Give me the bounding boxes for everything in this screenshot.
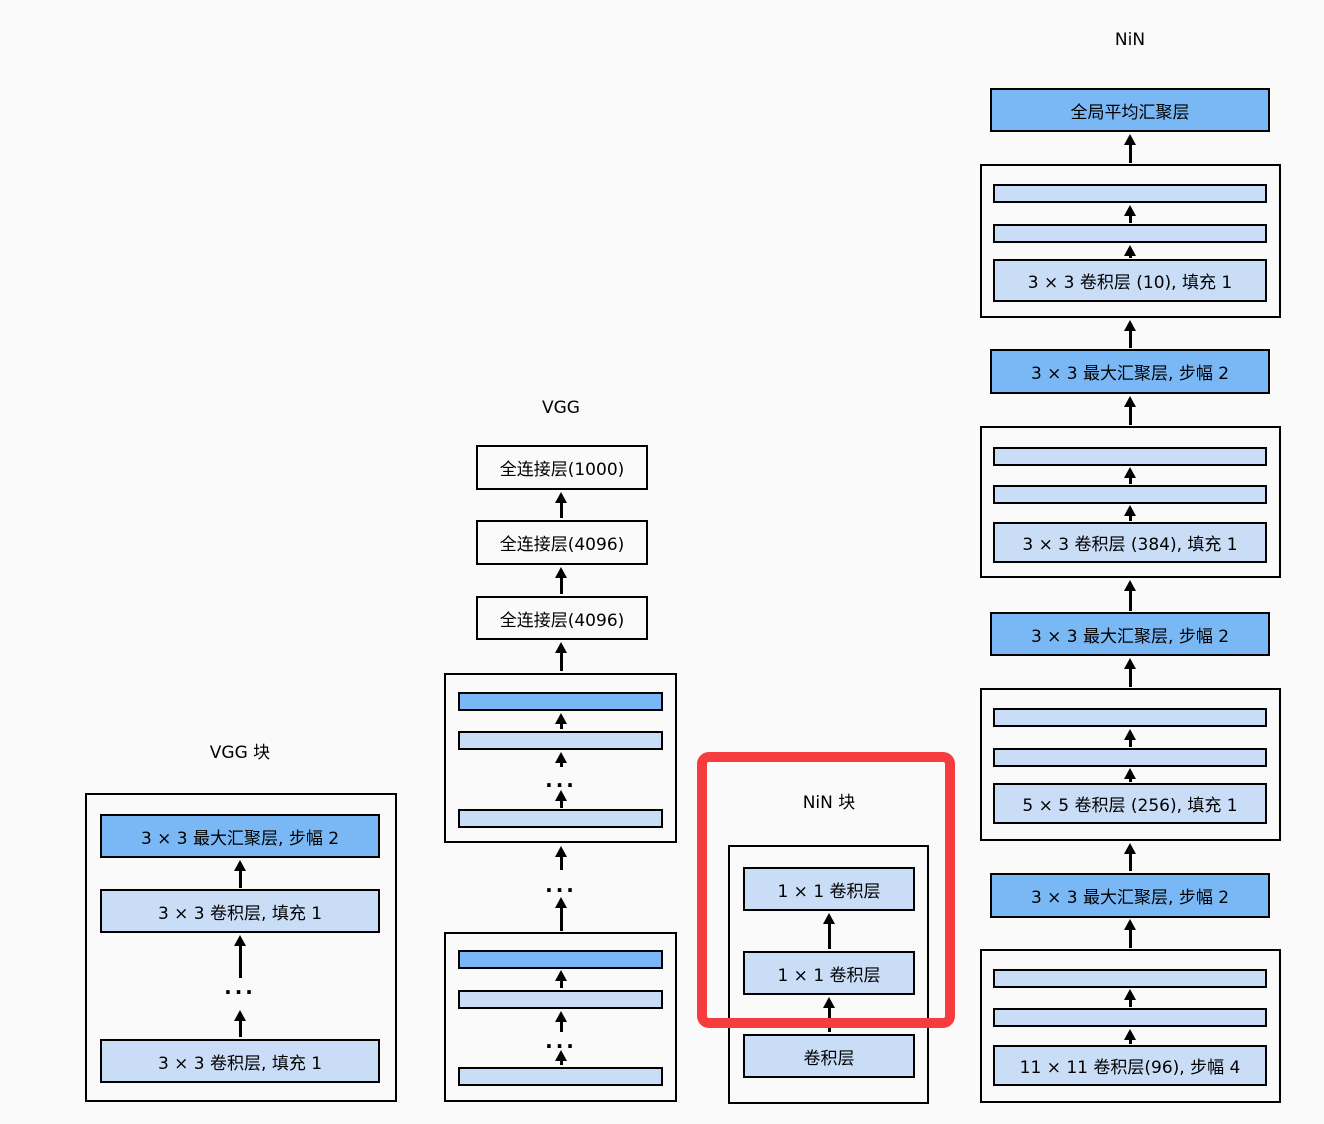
nin-group4-bar-2 bbox=[993, 224, 1267, 243]
arrow-up-icon bbox=[233, 1010, 247, 1037]
arrow-up-icon bbox=[1123, 396, 1137, 425]
arrow-up-icon bbox=[1123, 245, 1137, 258]
vgg-block-maxpool-layer: 3 × 3 最大汇聚层, 步幅 2 bbox=[100, 814, 380, 858]
arrow-up-icon bbox=[554, 1011, 568, 1032]
nin-group4-conv-layer: 3 × 3 卷积层 (10), 填充 1 bbox=[993, 259, 1267, 302]
nin-group-3 bbox=[980, 426, 1281, 578]
arrow-up-icon bbox=[554, 1050, 568, 1065]
nin-block-container bbox=[728, 845, 929, 1104]
arrow-up-icon bbox=[1123, 134, 1137, 163]
nin-group-1 bbox=[980, 949, 1281, 1103]
arrow-up-icon bbox=[1123, 467, 1137, 484]
nin-global-avg-pool: 全局平均汇聚层 bbox=[990, 88, 1270, 132]
nin-block-title: NiN 块 bbox=[802, 793, 856, 813]
nin-group3-bar-1 bbox=[993, 447, 1267, 466]
nin-group3-conv-layer: 3 × 3 卷积层 (384), 填充 1 bbox=[993, 522, 1267, 563]
arrow-up-icon bbox=[233, 860, 247, 888]
nin-block-conv-layer: 卷积层 bbox=[743, 1034, 915, 1078]
nin-maxpool-mid: 3 × 3 最大汇聚层, 步幅 2 bbox=[990, 612, 1270, 656]
vgg-block-group-lower bbox=[444, 932, 677, 1102]
vgg-lower-pool-bar bbox=[458, 950, 663, 969]
vgg-upper-conv-bar-1 bbox=[458, 731, 663, 750]
arrow-up-icon bbox=[1123, 768, 1137, 782]
arrow-up-icon bbox=[1123, 729, 1137, 747]
arrow-up-icon bbox=[554, 897, 568, 931]
vgg-block-group-upper bbox=[444, 673, 677, 843]
nin-group1-conv-layer: 11 × 11 卷积层(96), 步幅 4 bbox=[993, 1045, 1267, 1086]
arrow-up-icon bbox=[1123, 320, 1137, 348]
nin-group2-bar-2 bbox=[993, 748, 1267, 767]
nin-group-4 bbox=[980, 164, 1281, 318]
nin-group-2 bbox=[980, 688, 1281, 841]
arrow-up-icon bbox=[1123, 843, 1137, 871]
nin-group2-bar-1 bbox=[993, 708, 1267, 727]
arrow-up-icon bbox=[554, 492, 568, 518]
arrow-up-icon bbox=[554, 790, 568, 808]
nin-group3-bar-2 bbox=[993, 485, 1267, 504]
arrow-up-icon bbox=[554, 752, 568, 767]
vgg-lower-ellipsis: ... bbox=[545, 1029, 577, 1053]
arrow-up-icon bbox=[554, 642, 568, 671]
arrow-up-icon bbox=[1123, 919, 1137, 948]
arrow-up-icon bbox=[554, 970, 568, 988]
arrow-up-icon bbox=[1123, 505, 1137, 521]
vgg-title: VGG bbox=[542, 398, 580, 418]
vgg-fc-layer-4096-lower: 全连接层(4096) bbox=[476, 596, 648, 640]
vgg-block-conv-layer-bottom: 3 × 3 卷积层, 填充 1 bbox=[100, 1039, 380, 1083]
arrow-up-icon bbox=[1123, 580, 1137, 611]
vgg-between-ellipsis: ... bbox=[545, 873, 577, 897]
vgg-block-container bbox=[85, 793, 397, 1102]
vgg-block-ellipsis: ... bbox=[224, 975, 256, 999]
vgg-block-conv-layer-top: 3 × 3 卷积层, 填充 1 bbox=[100, 889, 380, 933]
arrow-up-icon bbox=[233, 935, 247, 978]
arrow-up-icon bbox=[1123, 1029, 1137, 1044]
arrow-up-icon bbox=[1123, 205, 1137, 223]
arrow-up-icon bbox=[822, 913, 836, 949]
arrow-up-icon bbox=[1123, 989, 1137, 1007]
nin-maxpool-bottom: 3 × 3 最大汇聚层, 步幅 2 bbox=[990, 873, 1270, 918]
nin-group2-conv-layer: 5 × 5 卷积层 (256), 填充 1 bbox=[993, 783, 1267, 824]
nin-group4-bar-1 bbox=[993, 184, 1267, 203]
vgg-upper-conv-bar-2 bbox=[458, 809, 663, 828]
nin-maxpool-top: 3 × 3 最大汇聚层, 步幅 2 bbox=[990, 349, 1270, 394]
nin-block-conv1x1-bottom: 1 × 1 卷积层 bbox=[743, 951, 915, 995]
vgg-fc-layer-4096-upper: 全连接层(4096) bbox=[476, 520, 648, 565]
arrow-up-icon bbox=[554, 846, 568, 870]
arrow-up-icon bbox=[554, 713, 568, 729]
nin-title: NiN bbox=[1114, 30, 1146, 50]
nin-group1-bar-1 bbox=[993, 969, 1267, 988]
nin-group1-bar-2 bbox=[993, 1008, 1267, 1027]
vgg-upper-pool-bar bbox=[458, 692, 663, 711]
vgg-lower-conv-bar-2 bbox=[458, 1067, 663, 1086]
vgg-lower-conv-bar-1 bbox=[458, 990, 663, 1009]
vgg-upper-ellipsis: ... bbox=[545, 768, 577, 792]
arrow-up-icon bbox=[554, 567, 568, 594]
nin-block-conv1x1-top: 1 × 1 卷积层 bbox=[743, 867, 915, 911]
nin-block-highlight bbox=[697, 752, 955, 1028]
vgg-fc-layer-1000: 全连接层(1000) bbox=[476, 445, 648, 490]
vgg-block-title: VGG 块 bbox=[209, 743, 271, 763]
arrow-up-icon bbox=[1123, 658, 1137, 687]
